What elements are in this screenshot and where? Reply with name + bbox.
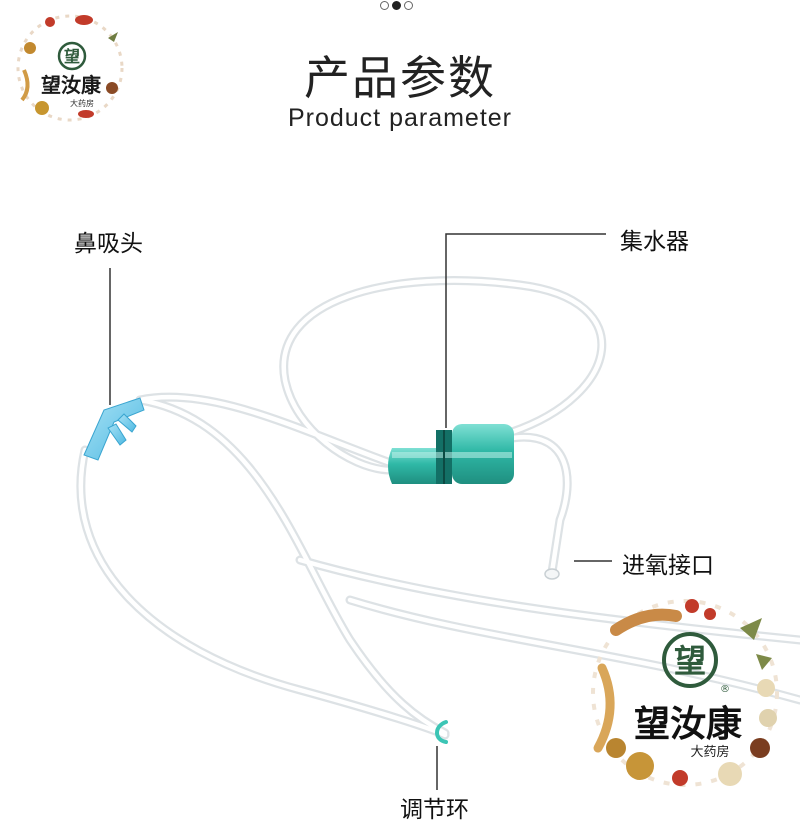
nasal-tip-part	[83, 397, 145, 461]
berry-icon	[704, 608, 716, 620]
herb-icon	[24, 42, 36, 54]
label-adjuster: 调节环	[400, 797, 469, 823]
berry-icon	[75, 15, 93, 25]
adjuster-ring-part	[435, 720, 448, 744]
nut-icon	[35, 101, 49, 115]
brand-subtitle: 大药房	[690, 744, 729, 760]
berry-icon	[45, 17, 55, 27]
leader-water-trap	[445, 233, 606, 428]
label-nasal-tip: 鼻吸头	[74, 231, 143, 257]
page-subtitle: Product parameter	[287, 104, 513, 132]
label-oxygen-inlet: 进氧接口	[622, 553, 714, 579]
svg-text:®: ®	[720, 684, 730, 695]
seed-icon	[750, 738, 770, 758]
ginseng-icon	[20, 69, 30, 102]
brand-logo-watermark: 望 ® 望汝康 大药房	[591, 599, 779, 787]
seal-icon	[57, 41, 87, 71]
page-title: 产品参数	[304, 51, 496, 105]
leader-lines	[109, 233, 612, 790]
slice-icon	[757, 679, 775, 697]
nut-icon	[626, 752, 654, 780]
slice-icon	[718, 762, 742, 786]
berry-icon	[78, 110, 94, 118]
leaf-icon	[756, 654, 772, 670]
label-water-trap: 集水器	[620, 229, 689, 255]
svg-text:望: 望	[674, 642, 706, 680]
brand-subtitle: 大药房	[70, 98, 94, 108]
carousel-indicator	[380, 1, 413, 10]
carousel-dot[interactable]	[380, 1, 389, 10]
carousel-dot[interactable]	[404, 1, 413, 10]
nut-icon	[606, 738, 626, 758]
leaf-icon	[740, 618, 762, 640]
leaf-icon	[108, 32, 118, 42]
ginseng-icon	[593, 663, 615, 753]
berry-icon	[672, 770, 688, 786]
seed-icon	[106, 82, 118, 94]
berry-icon	[685, 599, 699, 613]
brand-logo-top: 望 望汝康 大药房	[16, 14, 124, 122]
tubing	[76, 276, 800, 740]
herb-root-icon	[610, 608, 682, 636]
seal-icon	[662, 632, 718, 688]
brand-name: 望汝康	[41, 73, 102, 97]
oxygen-inlet-connector	[544, 568, 560, 580]
brand-name: 望汝康	[634, 703, 742, 745]
slice-icon	[759, 709, 777, 727]
cannula-diagram	[76, 233, 800, 790]
water-trap-part	[388, 424, 514, 484]
svg-text:望: 望	[64, 47, 80, 66]
carousel-dot-active[interactable]	[392, 1, 401, 10]
